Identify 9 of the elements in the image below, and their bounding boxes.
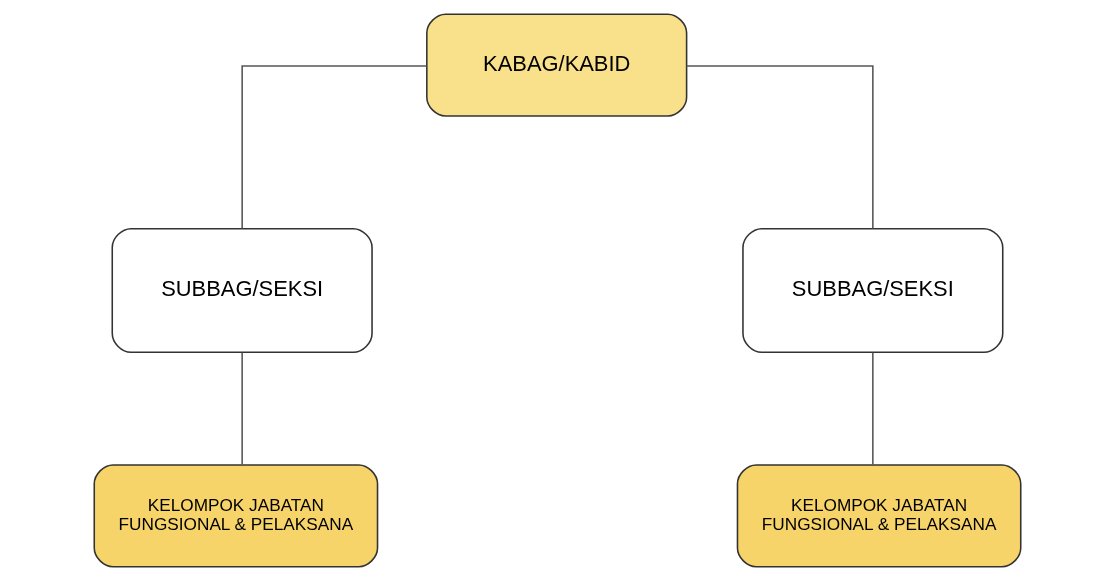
connector [871,351,874,466]
node-box: KELOMPOK JABATAN FUNGSIONAL & PELAKSANA [736,464,1022,568]
connector [685,65,874,230]
connector [240,351,243,466]
connector [240,65,427,230]
node-box: KELOMPOK JABATAN FUNGSIONAL & PELAKSANA [92,464,378,568]
node-box: KABAG/KABID [425,13,687,117]
node-box: SUBBAG/SEKSI [741,227,1004,354]
node-box: SUBBAG/SEKSI [110,227,373,354]
